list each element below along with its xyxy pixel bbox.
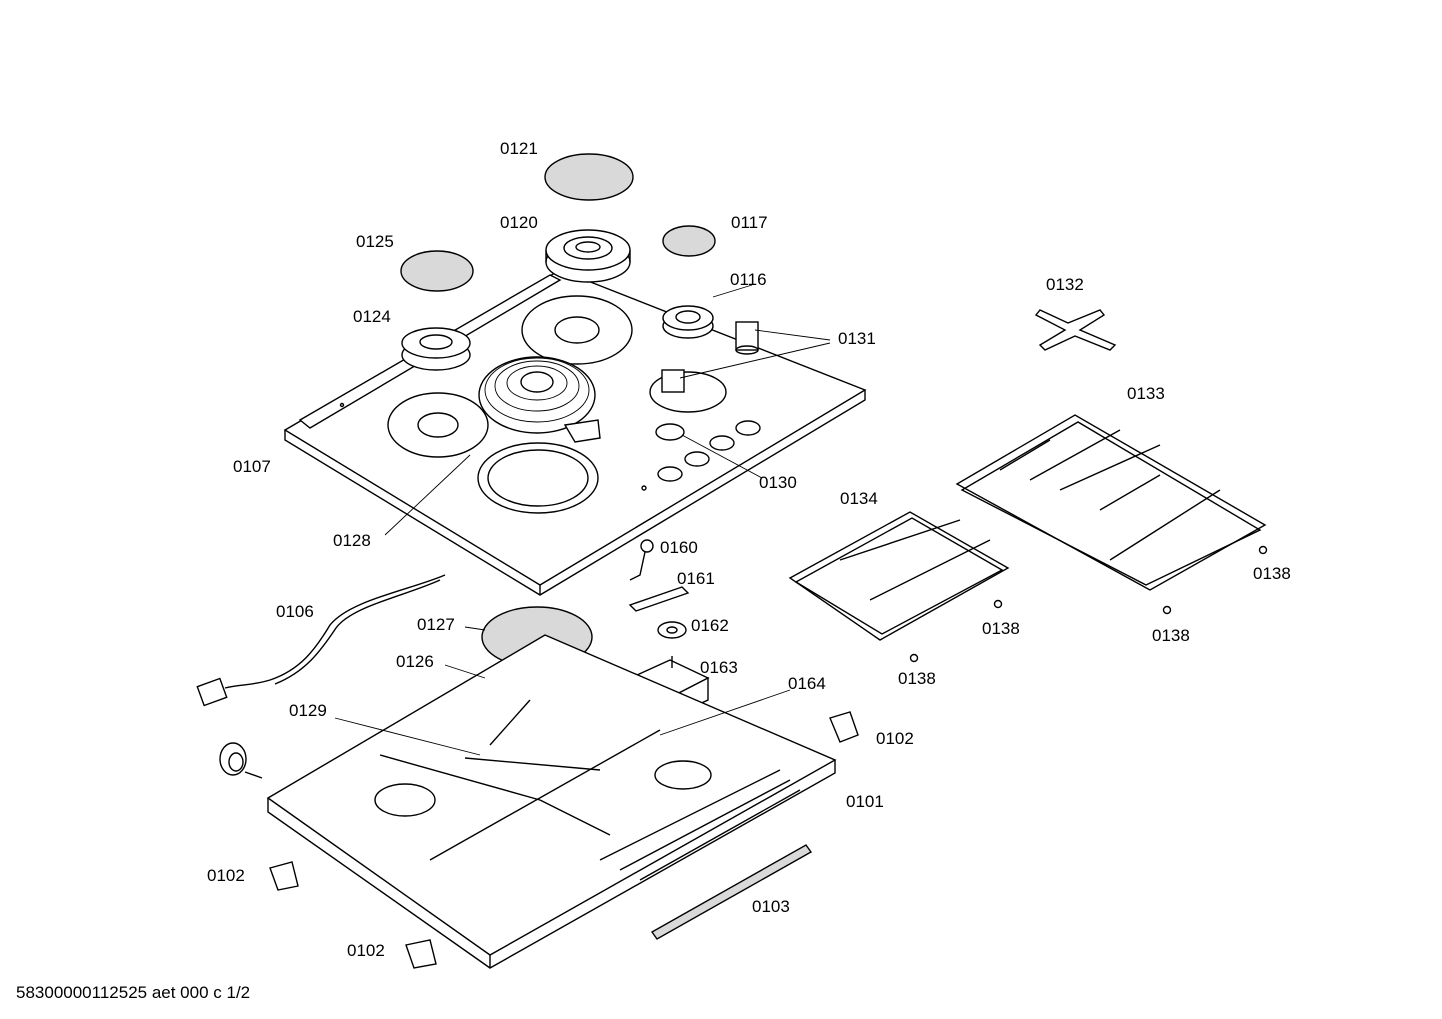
label-0130: 0130 xyxy=(759,473,797,492)
label-0126: 0126 xyxy=(396,652,434,671)
clip-right xyxy=(829,711,859,743)
pan-support-large xyxy=(955,414,1267,591)
seal-strip xyxy=(650,844,813,940)
wire-0129 xyxy=(464,699,601,771)
burner-large xyxy=(545,229,631,283)
burner-medium-left xyxy=(401,327,471,371)
label-0163: 0163 xyxy=(700,658,738,677)
label-0161: 0161 xyxy=(677,569,715,588)
small-parts xyxy=(628,539,690,639)
radiant-hotplate xyxy=(478,356,601,443)
label-0138-c: 0138 xyxy=(1152,626,1190,645)
label-0117: 0117 xyxy=(731,213,768,232)
label-0121: 0121 xyxy=(500,139,538,158)
label-0133: 0133 xyxy=(1127,384,1165,403)
burner-cap-0125 xyxy=(400,250,474,292)
knob-ring-0130 xyxy=(655,423,685,441)
clip-left xyxy=(269,861,299,891)
clip-bottom xyxy=(405,939,437,969)
label-0102-b: 0102 xyxy=(207,866,245,885)
label-0138-b: 0138 xyxy=(982,619,1020,638)
label-0106: 0106 xyxy=(276,602,314,621)
label-0102-c: 0102 xyxy=(347,941,385,960)
leader-lines xyxy=(334,284,831,756)
burner-cap-0121 xyxy=(544,153,634,201)
burner-cap-0117 xyxy=(662,225,716,257)
label-0128: 0128 xyxy=(333,531,371,550)
label-0164: 0164 xyxy=(788,674,826,693)
label-0102-a: 0102 xyxy=(876,729,914,748)
label-0120: 0120 xyxy=(500,213,538,232)
label-0138-d: 0138 xyxy=(898,669,936,688)
label-0127: 0127 xyxy=(417,615,455,634)
document-footer: 58300000112525 aet 000 c 1/2 xyxy=(16,983,251,1002)
rubber-feet xyxy=(909,545,1268,663)
label-0160: 0160 xyxy=(660,538,698,557)
burner-small-right xyxy=(662,305,714,339)
mains-cable xyxy=(196,574,446,707)
label-0124: 0124 xyxy=(353,307,391,326)
control-knobs xyxy=(649,321,759,413)
bottom-housing xyxy=(266,634,837,969)
label-0138-a: 0138 xyxy=(1253,564,1291,583)
label-0129: 0129 xyxy=(289,701,327,720)
label-0116: 0116 xyxy=(730,270,767,289)
label-0103: 0103 xyxy=(752,897,790,916)
label-0132: 0132 xyxy=(1046,275,1084,294)
label-0134: 0134 xyxy=(840,489,878,508)
label-0107: 0107 xyxy=(233,457,271,476)
label-0125: 0125 xyxy=(356,232,394,251)
pan-support-medium xyxy=(788,511,1010,641)
label-0131: 0131 xyxy=(838,329,876,348)
pan-support-small xyxy=(1034,309,1117,351)
label-0101: 0101 xyxy=(846,792,884,811)
label-0162: 0162 xyxy=(691,616,729,635)
lamp-holder xyxy=(219,742,263,779)
